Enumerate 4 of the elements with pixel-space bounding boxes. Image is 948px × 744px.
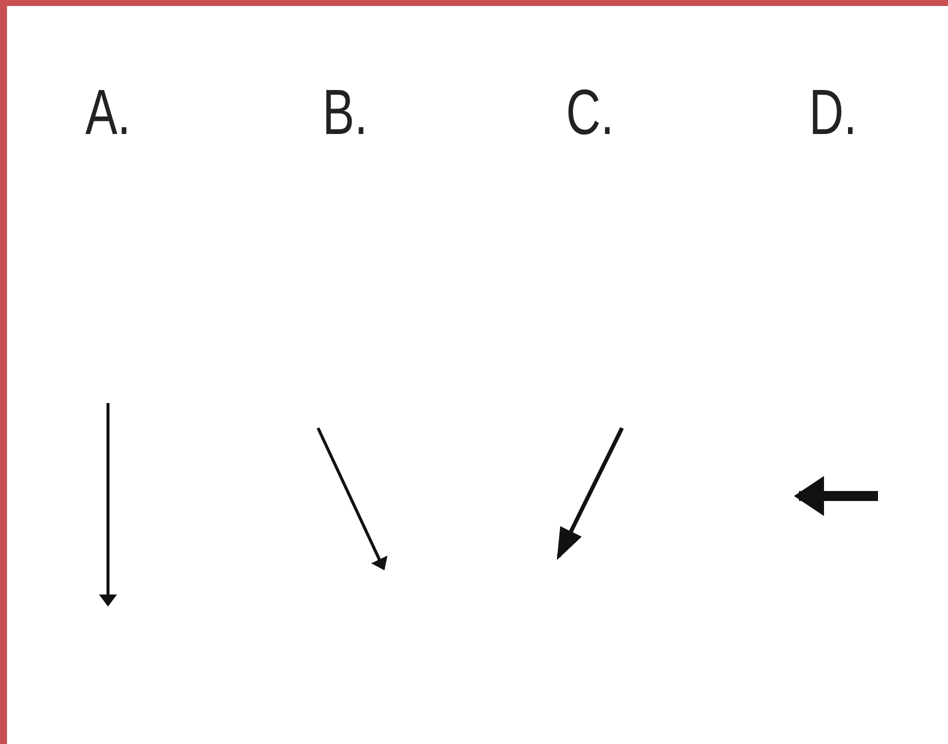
panel-label: B. xyxy=(322,80,368,144)
panel-label: C. xyxy=(566,80,614,144)
panel-label: D. xyxy=(809,80,857,144)
panel-label: A. xyxy=(85,80,131,144)
